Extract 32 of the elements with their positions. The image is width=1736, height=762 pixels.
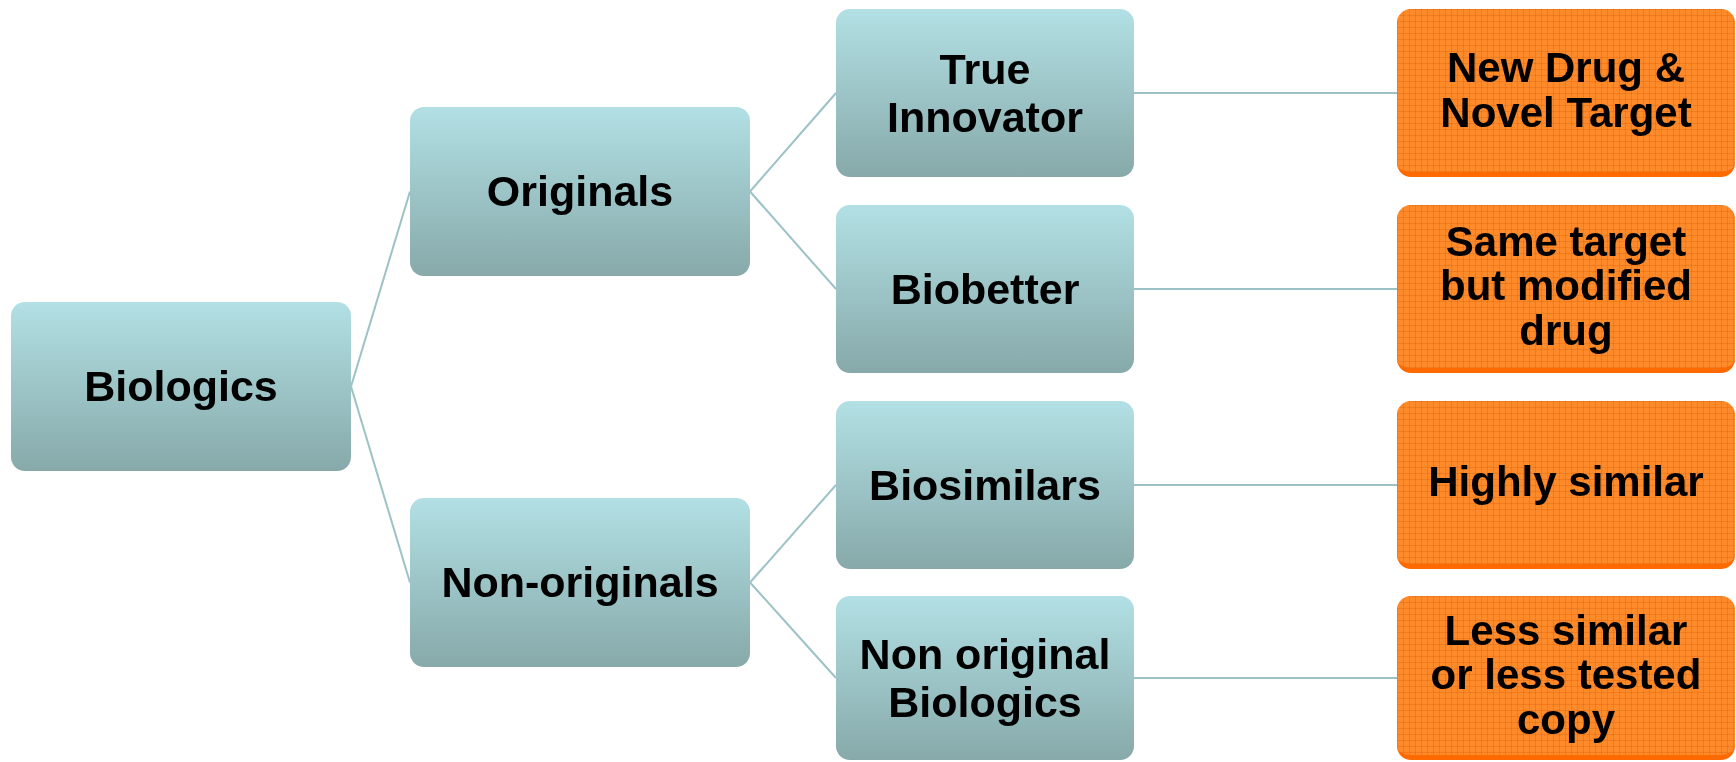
node-label: Biobetter: [890, 264, 1080, 314]
category-box: [836, 401, 1134, 569]
category-box: [836, 596, 1134, 760]
category-box: [410, 107, 750, 276]
connector-line: [749, 92, 837, 193]
node-label: Originals: [486, 167, 674, 216]
node-label: New Drug & Novel Target: [1439, 46, 1693, 135]
category-box: [836, 205, 1134, 373]
category-box: [11, 302, 351, 471]
node-label: Non original Biologics: [858, 629, 1112, 727]
note-box: [1397, 9, 1735, 177]
node-label: Same target but modified drug: [1439, 220, 1693, 353]
connector-line: [350, 190, 411, 388]
node-label: True Innovator: [886, 44, 1084, 142]
connector-line: [350, 385, 411, 584]
node-label: Highly similar: [1428, 460, 1704, 505]
note-box: [1397, 205, 1735, 373]
note-box: [1397, 401, 1735, 569]
node-label: Biosimilars: [869, 460, 1101, 510]
connector-line: [1133, 288, 1398, 290]
category-box: [836, 9, 1134, 177]
connector-line: [749, 581, 837, 679]
node-label: Non-originals: [441, 558, 719, 607]
connector-line: [1133, 677, 1398, 679]
category-box: [410, 498, 750, 667]
connector-line: [1133, 92, 1398, 94]
connector-line: [749, 190, 837, 290]
connector-line: [749, 484, 837, 584]
node-label: Biologics: [84, 362, 278, 411]
connector-line: [1133, 484, 1398, 486]
note-box: [1397, 596, 1735, 760]
node-label: Less similar or less tested copy: [1429, 609, 1703, 742]
